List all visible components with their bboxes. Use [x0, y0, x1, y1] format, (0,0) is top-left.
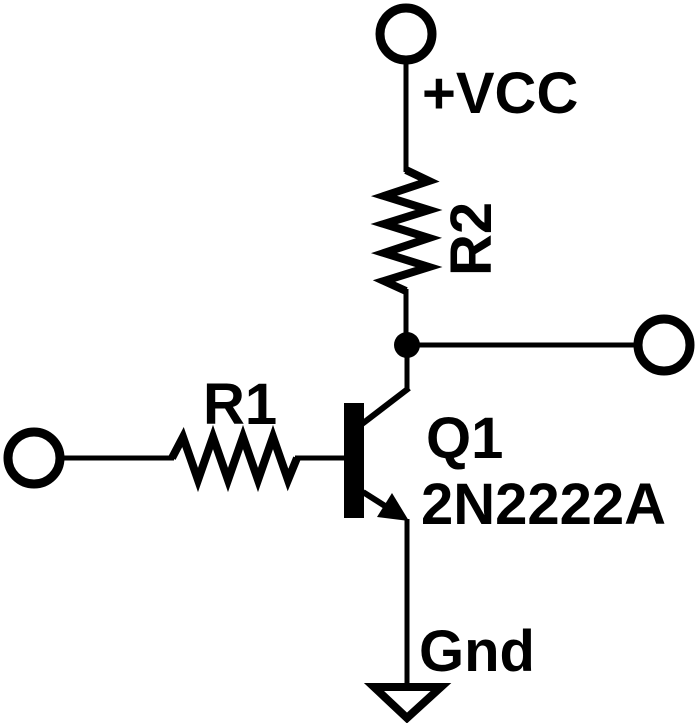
ground-symbol-icon	[363, 683, 452, 723]
r1-label: R1	[203, 372, 277, 437]
resistor-r1-symbol	[168, 424, 301, 493]
transistor-part-label: 2N2222A	[421, 472, 666, 537]
transistor-collector-lead	[360, 385, 411, 427]
r2-label: R2	[439, 202, 504, 276]
transistor-ref-label: Q1	[426, 406, 503, 471]
resistor-r2-symbol	[370, 166, 443, 295]
ground-label: Gnd	[419, 619, 535, 684]
input-terminal-circle	[3, 427, 65, 489]
vcc-terminal-circle	[375, 3, 437, 65]
transistor-emitter-arrow-icon	[377, 493, 409, 521]
transistor-base-bar	[344, 403, 364, 518]
output-terminal-circle	[633, 314, 695, 376]
vcc-label: +VCC	[422, 61, 578, 126]
